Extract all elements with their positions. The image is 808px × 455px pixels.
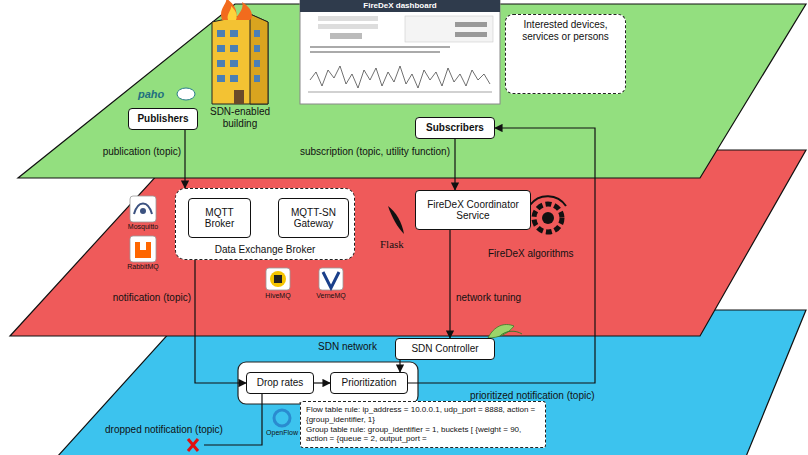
- vernemq-label: VerneMQ: [311, 292, 351, 300]
- openflow-logo: [274, 410, 290, 426]
- interested-parties-box: Interested devices, services or persons: [505, 14, 626, 94]
- edge-label: network tuning: [456, 292, 521, 304]
- flask-label: Flask: [380, 238, 404, 251]
- connector-arrow: [454, 139, 455, 190]
- connector-arrow: [314, 382, 330, 383]
- building-illustration: [212, 0, 268, 104]
- network-label: SDN network: [318, 341, 377, 353]
- dashboard-title: FireDeX dashboard: [300, 1, 500, 10]
- connector-arrow: [195, 260, 246, 383]
- edge-label: prioritized notification (topic): [470, 390, 595, 402]
- algorithms-label: FireDeX algorithms: [488, 248, 574, 260]
- node-text: FireDeX Coordinator Service: [421, 199, 525, 222]
- dropped-path: [188, 394, 262, 451]
- broker-group: Data Exchange Broker MQTT Broker MQTT-SN G…: [175, 188, 355, 260]
- gateway-box: MQTT-SN Gateway: [278, 198, 349, 238]
- node-text: Flow table rule: ip_address = 10.0.0.1, …: [306, 405, 540, 425]
- node-text: SDN Controller: [411, 343, 478, 355]
- openflow-label: OpenFlow: [264, 429, 300, 437]
- paho-logo: [177, 88, 195, 100]
- connector-arrow: [184, 130, 185, 188]
- rule-box: Flow table rule: ip_address = 10.0.0.1, …: [300, 401, 546, 448]
- publisher-box: Publishers: [128, 108, 198, 130]
- flask-logo: [388, 206, 404, 234]
- algorithms-gear: [530, 196, 566, 232]
- hivemq-label: HiveMQ: [258, 292, 298, 300]
- mosquitto-label: Mosquitto: [121, 223, 165, 231]
- dropped-label: dropped notification (topic): [105, 424, 223, 436]
- controller-box: SDN Controller: [395, 338, 495, 360]
- coordinator-box: FireDeX Coordinator Service: [415, 190, 531, 230]
- dashboard-screenshot: [300, 0, 500, 104]
- rabbitmq-label: RabbitMQ: [121, 263, 165, 271]
- node-text: Interested devices, services or persons: [512, 19, 619, 42]
- node-text: Subscribers: [426, 122, 484, 134]
- connector-arrow: [399, 360, 400, 372]
- node-text: Prioritization: [341, 377, 396, 389]
- node-text: MQTT-SN Gateway: [284, 207, 343, 230]
- drop-rates-box: Drop rates: [246, 372, 314, 394]
- node-text: Group table rule: group_identifier = 1, …: [306, 425, 540, 445]
- node-text: MQTT Broker: [194, 207, 245, 230]
- paho-logo-text: paho: [138, 88, 164, 101]
- subscriber-box: Subscribers: [415, 117, 495, 139]
- edge-label: publication (topic): [103, 146, 181, 158]
- controller-plant-logo: [488, 325, 522, 339]
- node-text: Drop rates: [257, 377, 304, 389]
- building-label: SDN-enabled building: [203, 106, 277, 129]
- edge-label: notification (topic): [113, 292, 191, 304]
- connector-arrow: [449, 230, 450, 338]
- priority-box: Prioritization: [330, 372, 408, 394]
- node-text: Publishers: [137, 113, 188, 125]
- edge-label: subscription (topic, utility function): [300, 146, 450, 158]
- broker-box: MQTT Broker: [188, 198, 251, 238]
- node-text: Data Exchange Broker: [215, 244, 316, 256]
- connector-arrow: [408, 128, 595, 383]
- sdn-switch: [238, 362, 418, 404]
